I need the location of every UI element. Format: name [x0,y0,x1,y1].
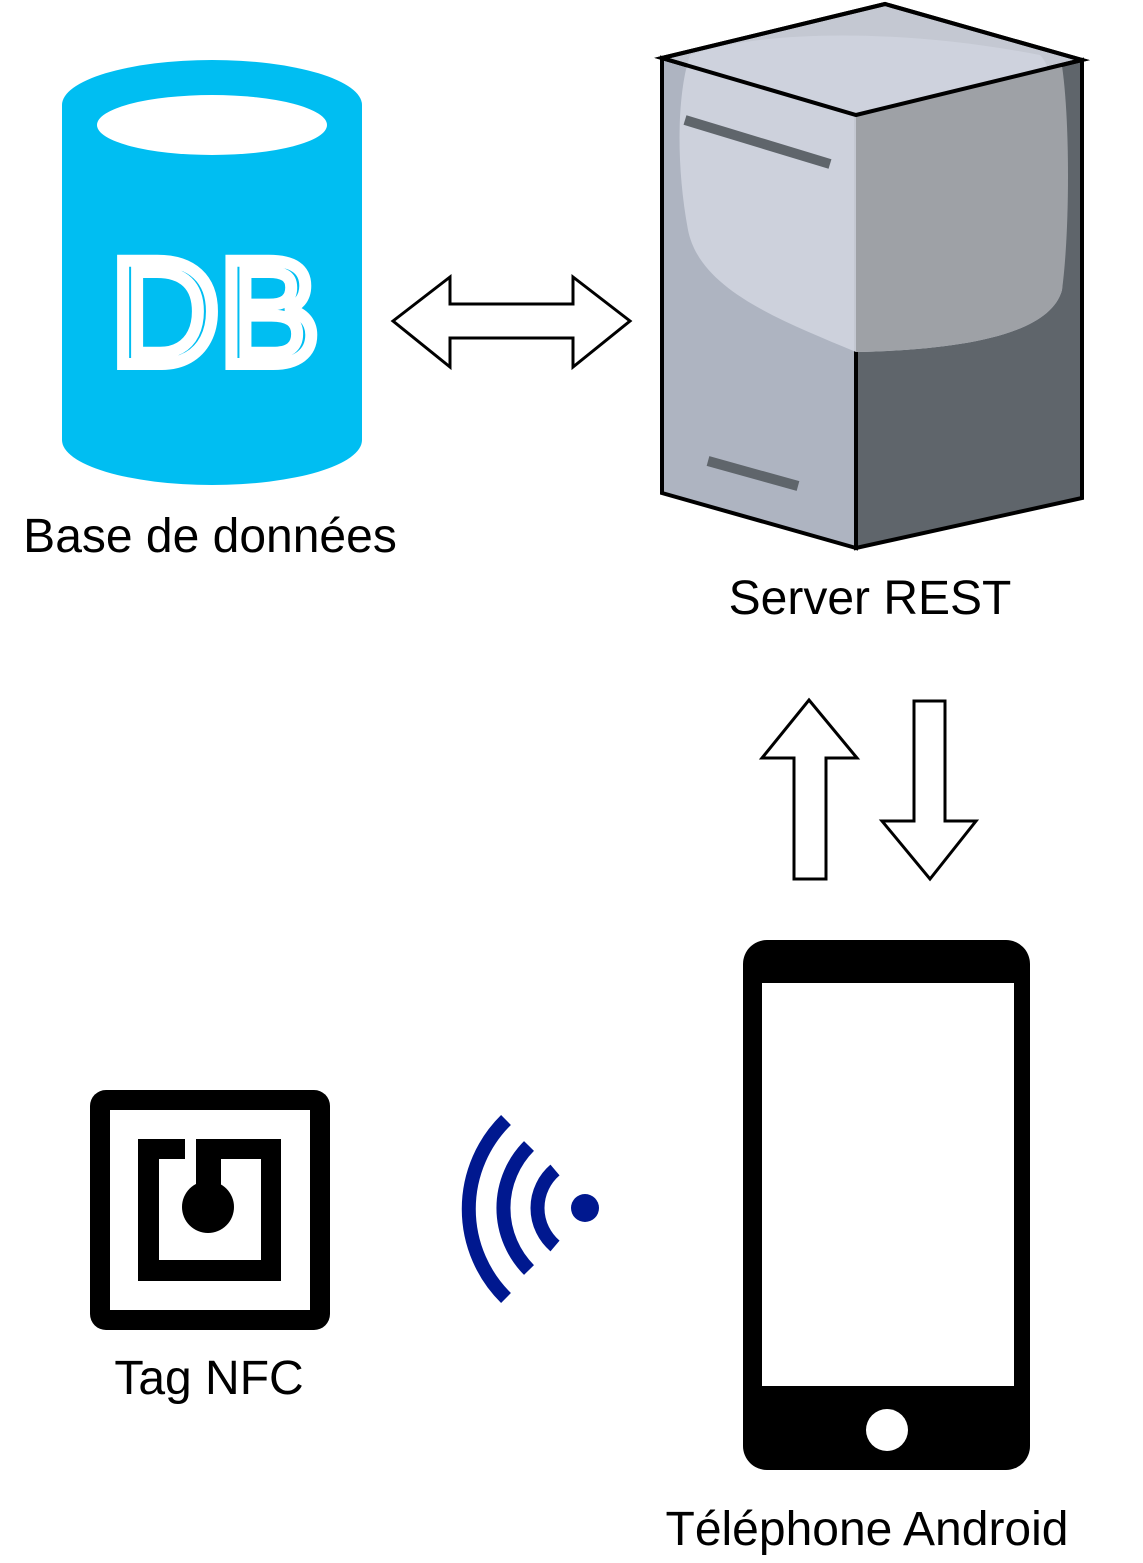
database-icon-text: DB [111,228,319,396]
nfc-tag-label: Tag NFC [114,1352,303,1405]
bidirectional-arrow-db-server [390,273,633,371]
nfc-tag-icon [90,1090,330,1330]
server-tower-icon [654,1,1090,551]
database-cylinder-icon: DB [62,60,362,485]
database-label: Base de données [23,510,397,563]
down-arrow-server-to-phone [878,699,980,882]
server-label: Server REST [729,572,1012,625]
wireless-signal-icon [461,1115,599,1303]
up-arrow-phone-to-server [758,697,861,881]
phone-label: Téléphone Android [666,1503,1069,1556]
smartphone-icon [743,940,1030,1470]
